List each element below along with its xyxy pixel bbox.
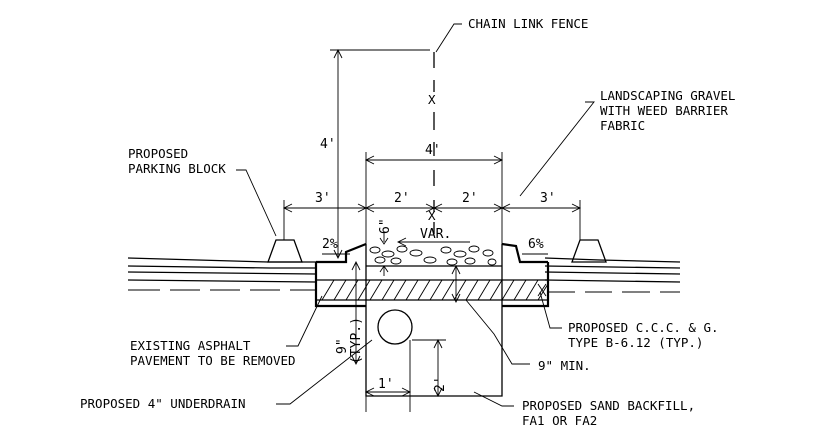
asphalt-leader bbox=[286, 295, 323, 347]
dim-drain-offset-label: 1' bbox=[378, 377, 394, 392]
fence-x-upper: X bbox=[428, 92, 436, 107]
dim-curb-depth bbox=[351, 260, 361, 366]
dim-trench-width bbox=[364, 152, 504, 244]
dim-fence-height bbox=[330, 48, 430, 260]
label-landscaping-1: LANDSCAPING GRAVEL bbox=[600, 88, 735, 103]
dim-gravel-depth bbox=[379, 232, 389, 276]
underdrain-pipe bbox=[377, 309, 413, 345]
underdrain-leader bbox=[276, 339, 373, 405]
label-underdrain: PROPOSED 4" UNDERDRAIN bbox=[80, 396, 246, 411]
dim-drain-offset bbox=[364, 340, 412, 412]
gravel-leader bbox=[519, 101, 595, 197]
parking-block-right bbox=[571, 239, 607, 263]
dim-variable: VAR. bbox=[420, 227, 451, 242]
label-asphalt-2: PAVEMENT TO BE REMOVED bbox=[130, 353, 296, 368]
label-landscaping-3: FABRIC bbox=[600, 118, 645, 133]
fence-x-lower: X bbox=[428, 208, 436, 223]
dim-right-offset: 3' bbox=[540, 191, 556, 206]
label-curb-2: TYPE B-6.12 (TYP.) bbox=[568, 335, 703, 350]
label-asphalt-1: EXISTING ASPHALT bbox=[130, 338, 251, 353]
dim-curb-depth-label: 9" bbox=[335, 338, 350, 354]
hatched-band bbox=[316, 279, 549, 301]
dim-min-depth bbox=[451, 264, 530, 365]
label-parking-2: PARKING BLOCK bbox=[128, 161, 226, 176]
parking-block-left bbox=[267, 239, 303, 263]
label-sand-2: FA1 OR FA2 bbox=[522, 413, 597, 428]
dim-drain-height-label: 2' bbox=[433, 376, 448, 392]
left-pavement bbox=[127, 257, 317, 291]
label-sand-1: PROPOSED SAND BACKFILL, bbox=[522, 398, 695, 413]
sand-leader bbox=[473, 391, 514, 407]
slope-right: 6% bbox=[528, 237, 544, 252]
curb-right bbox=[501, 242, 550, 308]
dim-trench-width-label: 4' bbox=[425, 143, 441, 158]
parking-leader bbox=[236, 169, 277, 237]
label-curb-1: PROPOSED C.C.C. & G. bbox=[568, 320, 719, 335]
dim-drain-height bbox=[412, 338, 446, 398]
fence-centerline bbox=[433, 23, 462, 234]
dim-left-half: 2' bbox=[394, 191, 410, 206]
slope-left: 2% bbox=[322, 237, 338, 252]
curb-left bbox=[314, 242, 367, 308]
dim-fence-height-label: 4' bbox=[320, 137, 336, 152]
label-landscaping-2: WITH WEED BARRIER bbox=[600, 103, 728, 118]
dim-gravel-depth-label: 6" bbox=[378, 218, 393, 234]
gravel-layer bbox=[366, 245, 502, 267]
trench bbox=[365, 244, 503, 397]
dim-left-offset: 3' bbox=[315, 191, 331, 206]
dim-offsets bbox=[282, 200, 582, 240]
dim-right-half: 2' bbox=[462, 191, 478, 206]
label-chain-link-fence: CHAIN LINK FENCE bbox=[468, 16, 588, 31]
curb-leader bbox=[539, 291, 562, 329]
min-depth-label: 9" MIN. bbox=[538, 358, 591, 373]
label-parking-1: PROPOSED bbox=[128, 146, 188, 161]
dim-curb-depth-typ: (TYP.) bbox=[349, 317, 364, 364]
var-arrow bbox=[396, 237, 407, 247]
right-pavement bbox=[544, 257, 681, 293]
